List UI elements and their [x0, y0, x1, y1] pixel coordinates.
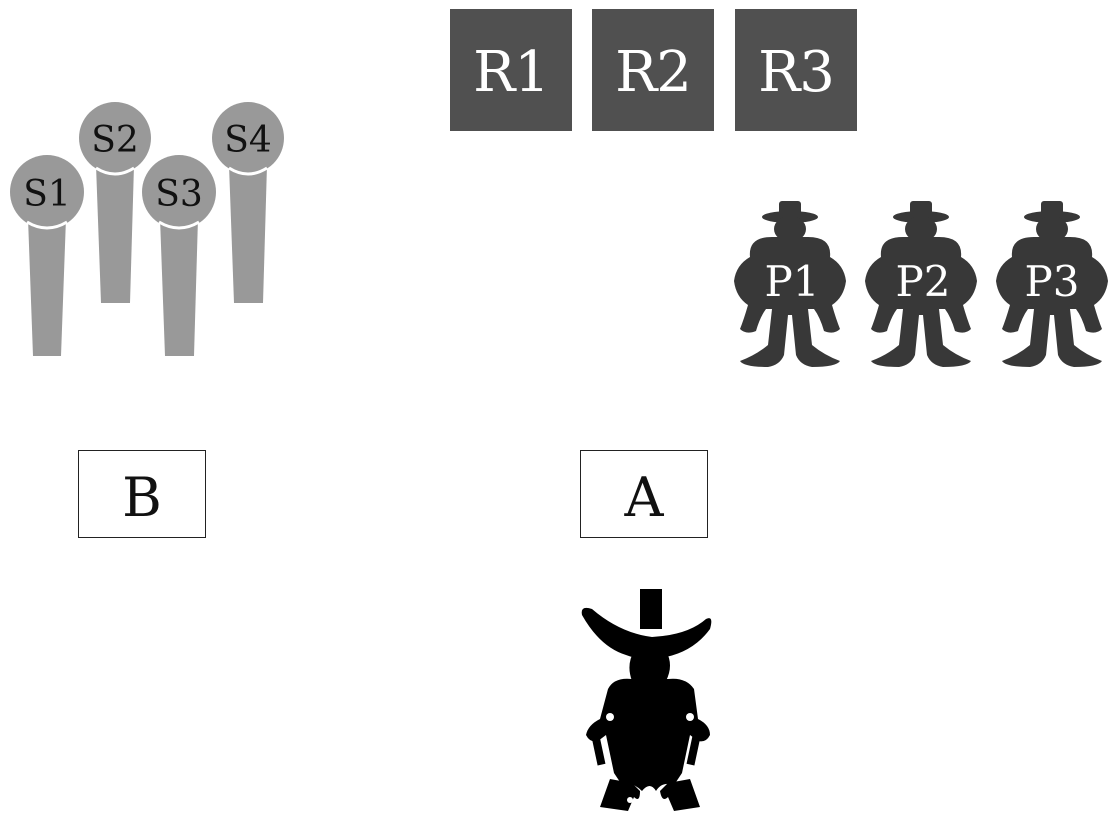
r1-label: R1 — [473, 39, 550, 105]
s3-label: S3 — [155, 174, 203, 215]
r2-tile[interactable]: R2 — [592, 9, 714, 131]
s1-piece[interactable]: S1 — [10, 155, 84, 356]
box-a-label: A — [624, 465, 664, 529]
r3-label: R3 — [758, 39, 835, 105]
cowboy-silhouette-icon[interactable] — [570, 585, 720, 814]
p1-label: P1 — [765, 257, 820, 306]
s3-handle — [160, 218, 198, 356]
p3-label: P3 — [1025, 257, 1080, 306]
s4-label: S4 — [224, 120, 272, 161]
microphone-icon — [79, 102, 151, 174]
s4-piece[interactable]: S4 — [212, 102, 284, 303]
s2-label: S2 — [91, 120, 139, 161]
r1-tile[interactable]: R1 — [450, 9, 572, 131]
box-a[interactable]: A — [580, 450, 708, 538]
microphone-icon — [212, 102, 284, 174]
s4-handle — [229, 165, 267, 303]
box-b[interactable]: B — [78, 450, 206, 538]
s2-piece[interactable]: S2 — [79, 102, 151, 303]
r3-tile[interactable]: R3 — [735, 9, 857, 131]
p-figures-group: P1 P2 P3 — [734, 201, 1108, 367]
box-b-label: B — [122, 465, 162, 529]
s1-label: S1 — [23, 174, 71, 215]
p2-label: P2 — [896, 257, 951, 306]
microphone-icon — [10, 155, 84, 229]
microphone-icon — [142, 155, 216, 229]
s-pieces-group: S2 S4 S1 S3 — [10, 102, 284, 356]
s2-handle — [96, 165, 134, 303]
s1-handle — [28, 218, 66, 356]
p3-figure[interactable]: P3 — [996, 201, 1108, 367]
r2-label: R2 — [615, 39, 692, 105]
p1-figure[interactable]: P1 — [734, 201, 846, 367]
p2-figure[interactable]: P2 — [865, 201, 977, 367]
s3-piece[interactable]: S3 — [142, 155, 216, 356]
